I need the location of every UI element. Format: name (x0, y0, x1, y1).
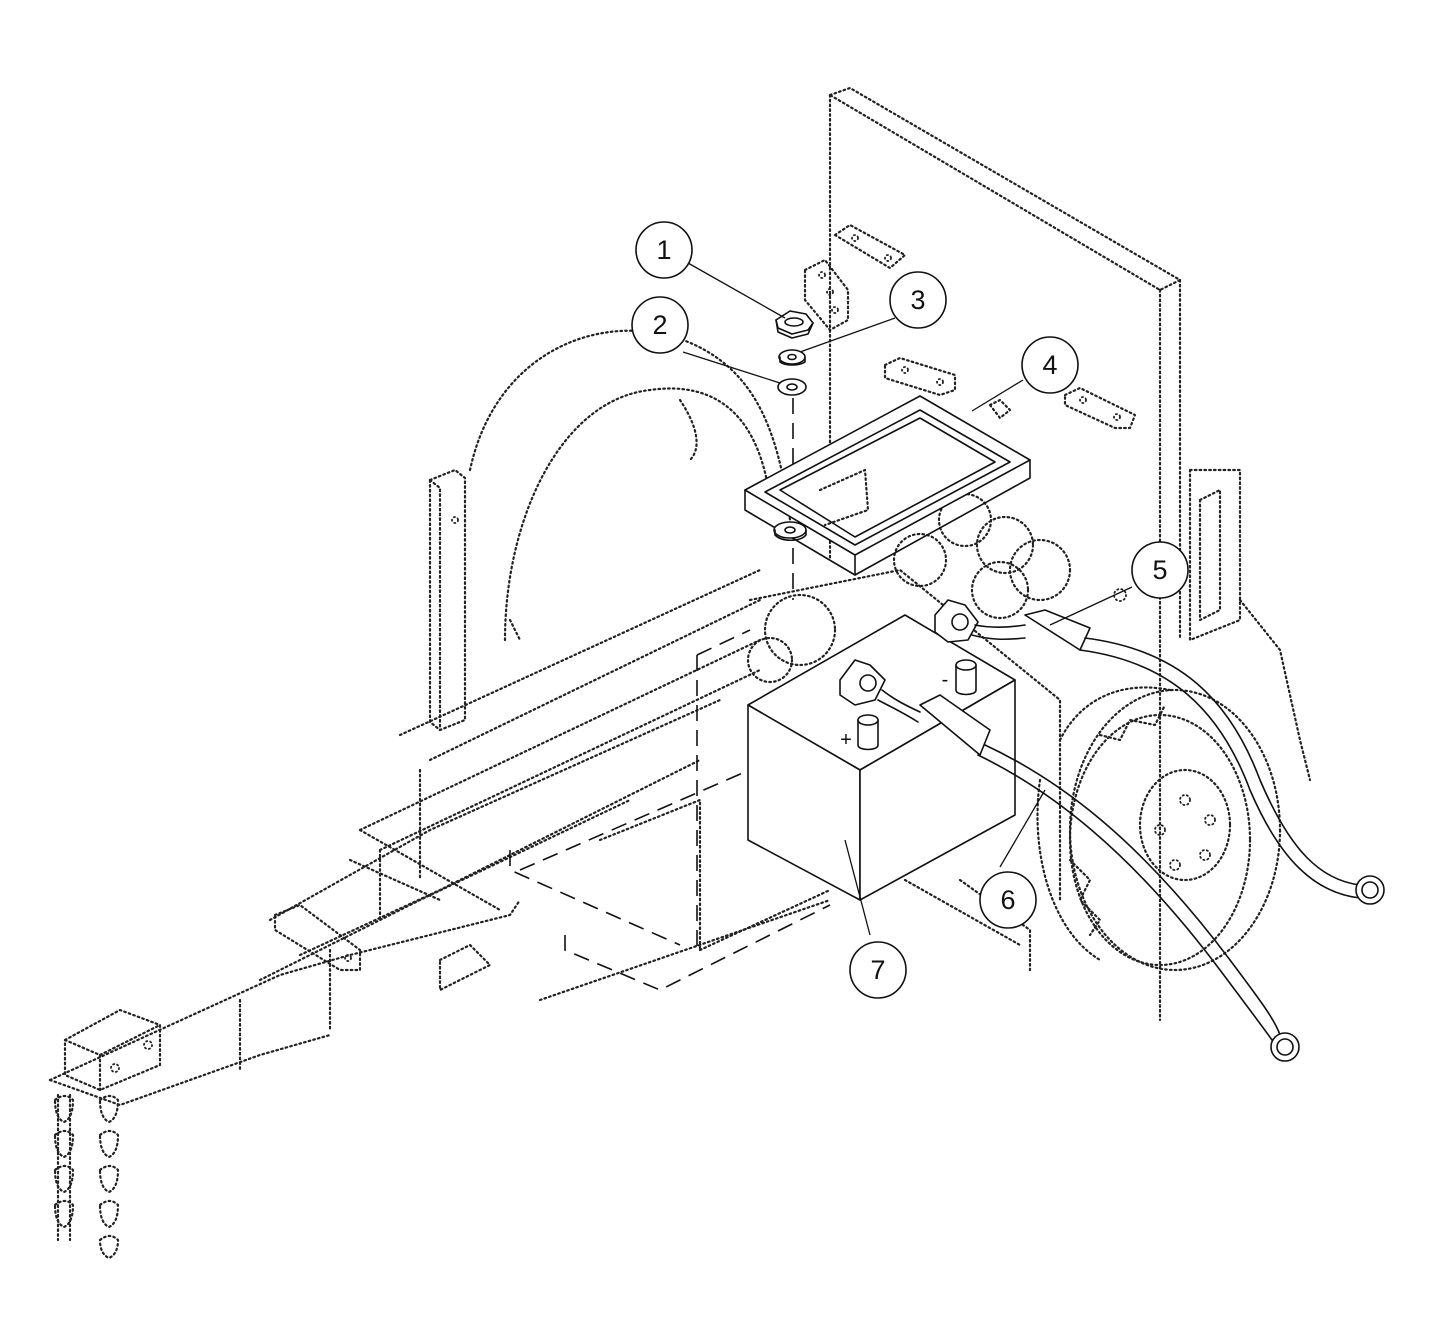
positive-mark: + (840, 729, 852, 751)
positive-cable (839, 659, 1300, 1062)
callout-7-label: 7 (870, 955, 885, 985)
callout-6-label: 6 (1000, 885, 1015, 915)
negative-terminal-post (955, 659, 977, 696)
callout-5: 5 (1131, 541, 1189, 599)
callout-3: 3 (889, 271, 947, 329)
leader-lines (682, 262, 1133, 936)
callout-3-label: 3 (910, 285, 925, 315)
trailer-frame (48, 468, 832, 1107)
flat-washer (777, 378, 807, 396)
callout-4-label: 4 (1042, 350, 1057, 380)
callout-6: 6 (979, 871, 1037, 929)
battery: + - (747, 614, 1016, 901)
negative-mark: - (942, 669, 949, 691)
battery-hold-down-frame (744, 395, 1031, 576)
callout-5-label: 5 (1152, 555, 1167, 585)
fender-arc (468, 329, 792, 642)
safety-chains (53, 1093, 120, 1260)
positive-terminal-post (857, 714, 879, 751)
callout-2: 2 (631, 296, 689, 354)
hex-nut (775, 310, 814, 339)
lock-washer (778, 349, 806, 366)
callout-1-label: 1 (656, 235, 671, 265)
negative-cable (934, 599, 1385, 905)
callout-2-label: 2 (652, 310, 667, 340)
wheel-and-tire (1036, 686, 1282, 972)
callout-1: 1 (635, 221, 693, 279)
callout-4: 4 (1021, 336, 1079, 394)
callout-7: 7 (849, 941, 907, 999)
